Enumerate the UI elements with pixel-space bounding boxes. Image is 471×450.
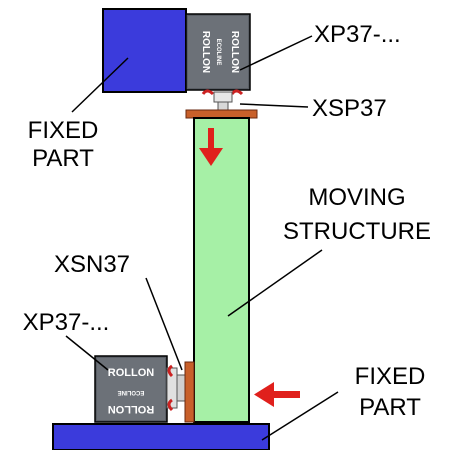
bottom-rail: ROLLON ECOLINE ROLLON — [94, 355, 168, 423]
moving-structure — [193, 117, 250, 423]
leader-top-slider — [239, 103, 309, 108]
top-slider — [185, 89, 258, 119]
leader-fixed-top — [71, 57, 129, 113]
label-bottom-slider: XSN37 — [54, 251, 130, 278]
fixed-part-top-block — [102, 8, 187, 93]
leader-lines — [65, 35, 339, 441]
label-fixed-top-1: FIXED — [28, 117, 99, 144]
arrow-down-icon — [199, 128, 223, 166]
label-fixed-top-2: PART — [32, 145, 94, 172]
top-rail-series: ECOLINE — [215, 39, 221, 66]
leader-moving — [227, 249, 323, 317]
leader-fixed-bottom — [261, 391, 339, 441]
bottom-rail-series: ECOLINE — [118, 389, 145, 395]
arrow-left-icon — [254, 382, 300, 407]
label-fixed-bottom-1: FIXED — [355, 363, 426, 390]
bottom-rail-brand-bottom: ROLLON — [108, 403, 154, 415]
top-rail-brand-left: ROLLON — [200, 31, 211, 73]
leader-top-rail — [239, 35, 313, 71]
label-top-rail: XP37-... — [314, 21, 401, 48]
label-fixed-bottom-2: PART — [359, 394, 421, 421]
label-moving-2: STRUCTURE — [283, 218, 431, 245]
top-rail-brand-right: ROLLON — [229, 31, 240, 73]
label-moving-1: MOVING — [308, 184, 405, 211]
label-bottom-rail: XP37-... — [23, 309, 110, 336]
leader-bottom-rail — [65, 335, 109, 371]
top-rail: ROLLON ECOLINE ROLLON — [185, 13, 251, 91]
bottom-slider — [166, 361, 195, 423]
fixed-part-bottom-base — [52, 423, 270, 450]
label-top-slider: XSP37 — [312, 95, 387, 122]
leader-bottom-slider — [145, 277, 183, 371]
bottom-rail-brand-top: ROLLON — [108, 367, 154, 379]
